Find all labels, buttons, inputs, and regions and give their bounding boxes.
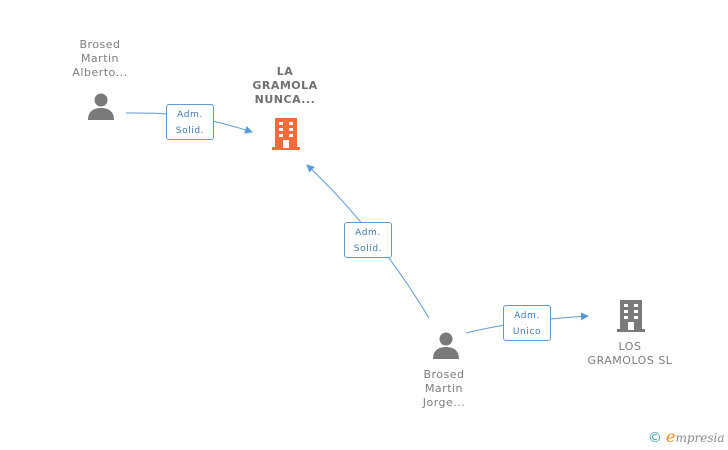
building-icon[interactable]: [270, 116, 302, 150]
building-icon[interactable]: [615, 298, 647, 332]
relation-badge-jorge-gramola[interactable]: Adm. Solid.: [344, 222, 392, 258]
node-label-gramolos[interactable]: LOS GRAMOLOS SL: [587, 340, 673, 367]
relation-role-line1: Adm.: [355, 228, 381, 238]
relation-role-line1: Adm.: [514, 311, 540, 321]
relation-role-line2: Solid.: [353, 244, 383, 254]
person-icon[interactable]: [431, 331, 461, 361]
person-icon[interactable]: [86, 92, 116, 122]
relation-role-line2: Solid.: [175, 126, 205, 136]
empresia-logo: ©empresia: [648, 428, 725, 447]
node-label-jorge[interactable]: Brosed Martin Jorge...: [422, 368, 466, 409]
relation-role-line2: Unico: [512, 327, 542, 337]
node-label-gramola[interactable]: LA GRAMOLA NUNCA...: [252, 65, 318, 106]
node-label-alberto[interactable]: Brosed Martin Alberto...: [72, 38, 128, 79]
relation-badge-alberto-gramola[interactable]: Adm. Solid.: [166, 104, 214, 140]
relation-role-line1: Adm.: [177, 110, 203, 120]
copyright-icon: ©: [648, 430, 662, 446]
brand-initial: e: [666, 427, 676, 446]
relation-badge-jorge-gramolos[interactable]: Adm. Unico: [503, 305, 551, 341]
brand-name: mpresia: [675, 431, 725, 445]
